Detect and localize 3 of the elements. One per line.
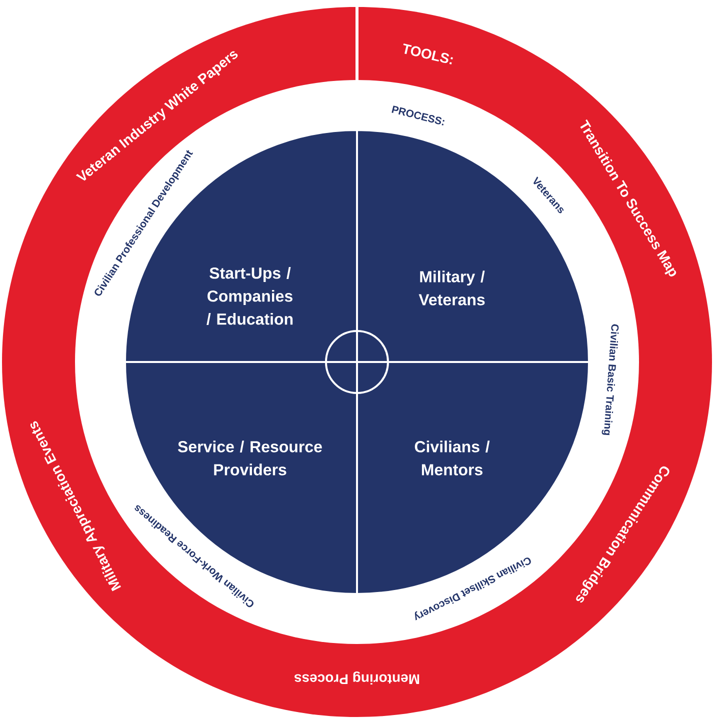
ring-label: Mentoring Process <box>294 671 420 685</box>
ring-label: Civilian Basic Training <box>602 324 619 436</box>
ring-label: TOOLS: <box>403 44 453 64</box>
